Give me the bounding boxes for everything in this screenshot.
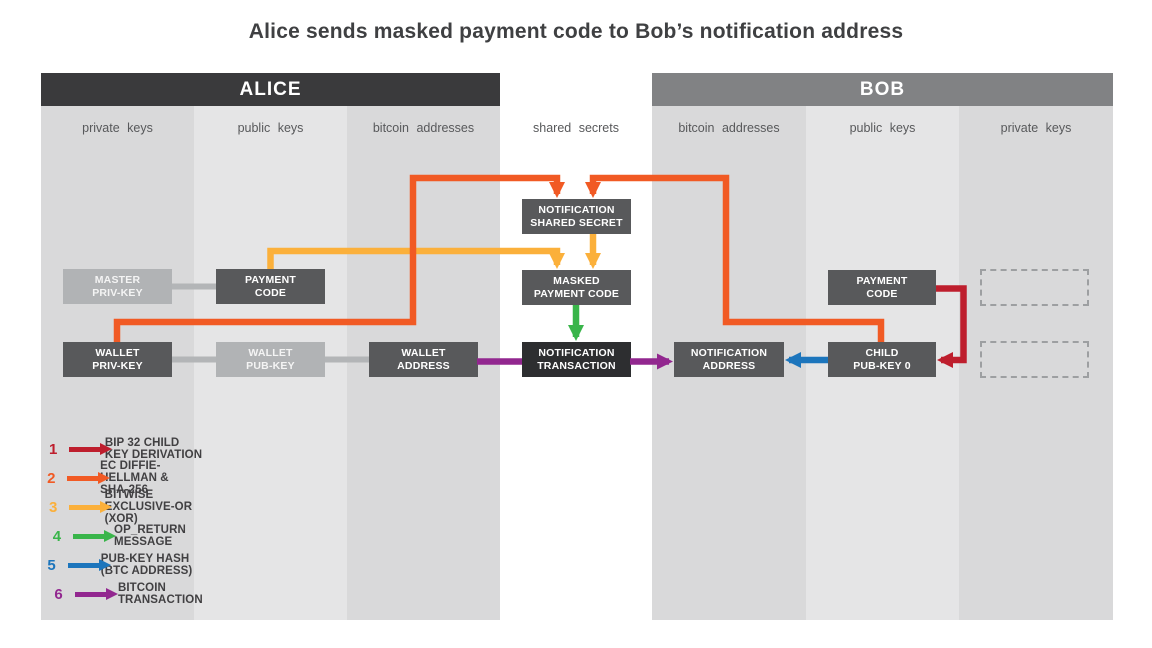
green-arrow-icon (73, 530, 117, 542)
alice-column-label-public-keys: public keys (237, 121, 304, 135)
legend-label-3: BITWISE EXCLUSIVE-OR (XOR) (104, 489, 193, 525)
box-bob-hidden-priv-key-1 (980, 269, 1089, 306)
bob-column-label-private-keys: private keys (1000, 121, 1072, 135)
purple-arrow-icon (74, 588, 118, 600)
legend-item-opreturn: 4 OP_RETURN MESSAGE (40, 524, 208, 548)
red-arrow-icon (69, 443, 113, 455)
alice-column-label-bitcoin-addresses: bitcoin addresses (372, 121, 475, 135)
legend-number-6: 6 (54, 585, 63, 603)
bob-header-bar: BOB (652, 73, 1113, 106)
legend-number-2: 2 (47, 469, 56, 487)
alice-column-label-private-keys: private keys (82, 121, 153, 135)
legend-label-6: BITCOIN TRANSACTION (117, 582, 203, 606)
legend-number-4: 4 (52, 527, 62, 545)
legend-item-bitcoin-transaction: 6 BITCOIN TRANSACTION (40, 582, 221, 606)
legend-number-1: 1 (49, 440, 58, 458)
legend-item-pubkey-hash: 5 PUB-KEY HASH (BTC ADDRESS) (40, 553, 197, 577)
shared-secrets-column-label: shared secrets (533, 121, 619, 135)
bob-column-label-bitcoin-addresses: bitcoin addresses (678, 121, 780, 135)
legend-item-ecdh: 2 EC DIFFIE-HELLMAN & SHA-256 (40, 460, 193, 496)
yellow-arrow-icon (69, 501, 113, 513)
box-bob-hidden-priv-key-2 (980, 341, 1089, 378)
orange-arrow-icon (67, 472, 111, 484)
alice-header-bar: ALICE (41, 73, 500, 106)
blue-arrow-icon (67, 559, 111, 571)
legend-label-2: EC DIFFIE-HELLMAN & SHA-256 (100, 460, 169, 496)
bob-column-label-public-keys: public keys (849, 121, 916, 135)
legend-label-1: BIP 32 CHILD KEY DERIVATION (104, 437, 203, 461)
legend-label-4: OP_RETURN MESSAGE (114, 524, 186, 548)
legend-item-bip32: 1 BIP 32 CHILD KEY DERIVATION (40, 437, 206, 461)
legend-label-5: PUB-KEY HASH (BTC ADDRESS) (100, 553, 193, 577)
legend-number-5: 5 (47, 556, 56, 574)
legend-item-xor: 3 BITWISE EXCLUSIVE-OR (XOR) (40, 489, 206, 525)
legend-number-3: 3 (48, 498, 58, 516)
diagram-title: Alice sends masked payment code to Bob’s… (248, 20, 904, 43)
